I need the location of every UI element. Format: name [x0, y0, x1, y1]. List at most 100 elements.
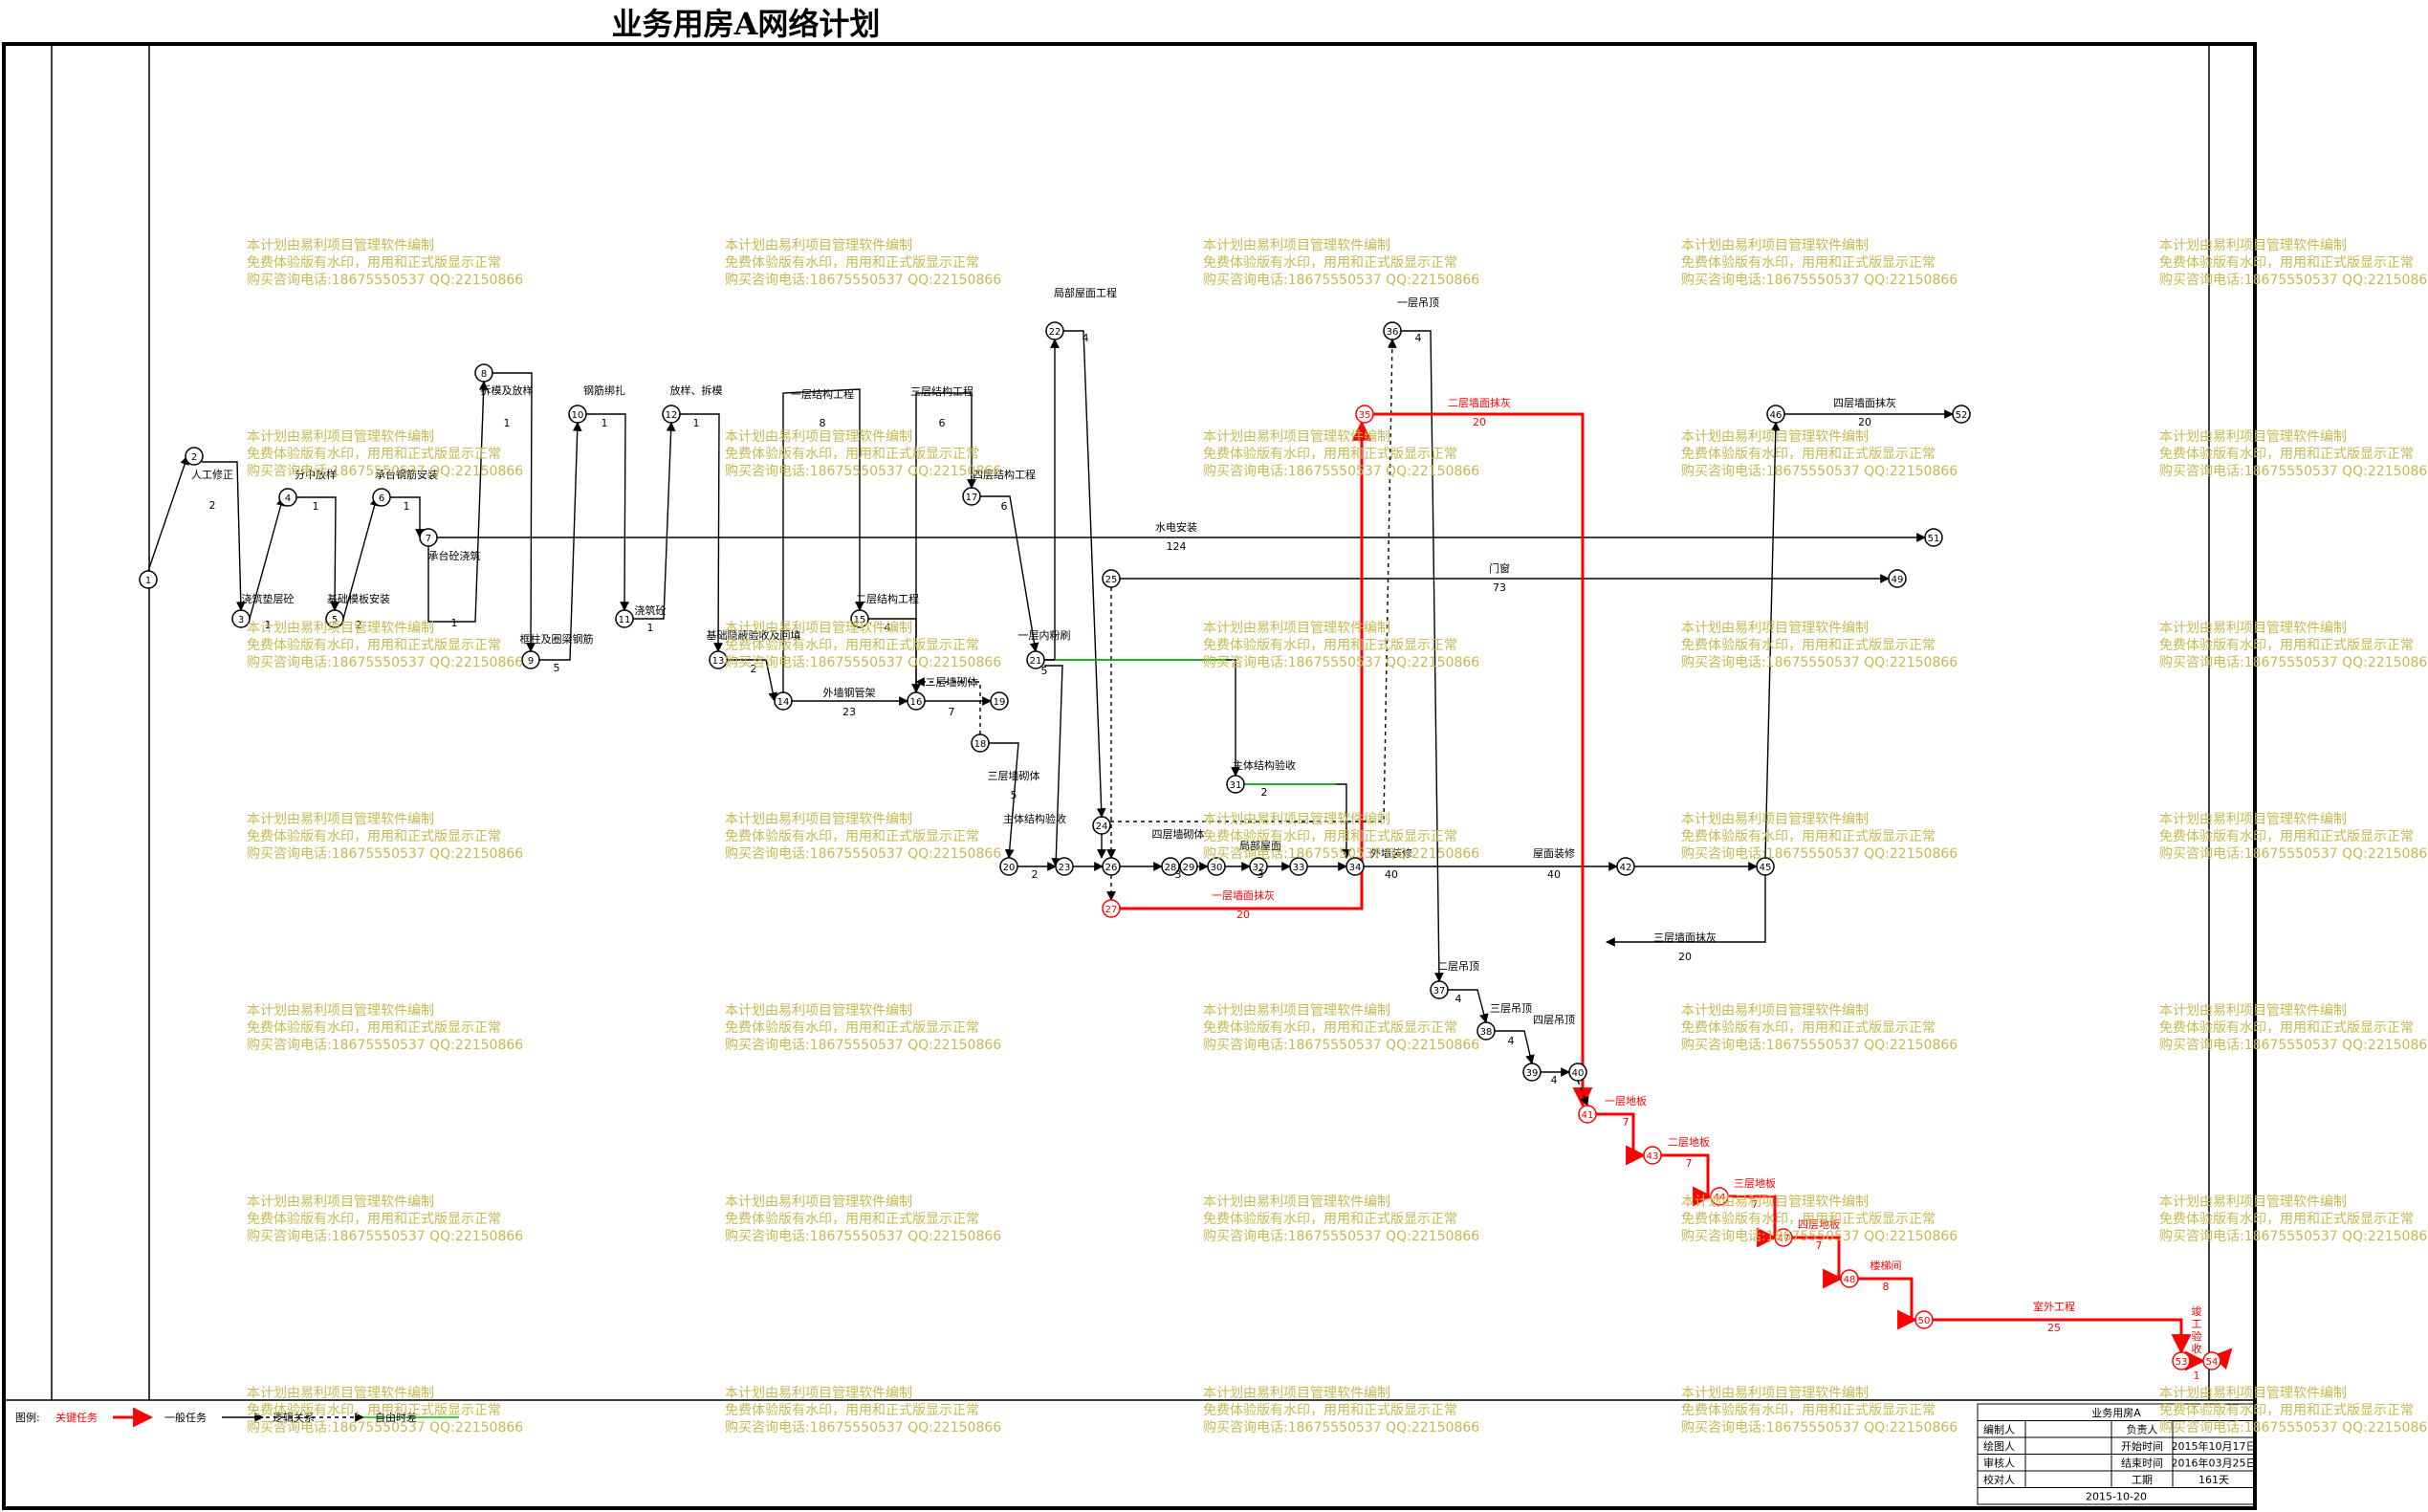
- node-circle: [1055, 857, 1074, 876]
- activity-name: 基础模板安装: [327, 592, 390, 605]
- activity-duration: 20: [1236, 909, 1250, 921]
- node-circle: [907, 691, 926, 711]
- activity-duration: 4: [1415, 332, 1422, 344]
- node-circle: [1710, 1187, 1729, 1206]
- node-circle: [2172, 1351, 2191, 1370]
- node-number: 51: [1928, 534, 1940, 544]
- info-table-label: 校对人: [1983, 1473, 2015, 1486]
- arrow: [680, 413, 723, 652]
- node-circle: [185, 447, 204, 466]
- node-number: 42: [1620, 863, 1632, 873]
- arrow: [1110, 339, 1397, 822]
- info-table-key: 负责人: [2127, 1423, 2158, 1436]
- activity-duration: 1: [313, 500, 319, 513]
- activity-name: 主体结构验收: [1003, 812, 1066, 825]
- node-circle: [962, 487, 981, 506]
- node-number: 16: [910, 697, 923, 708]
- info-table-date: 2015-10-20: [2086, 1491, 2147, 1503]
- arrow: [492, 372, 536, 652]
- activity-duration: 20: [1678, 951, 1692, 963]
- legend-freefloat-label: 自由时差: [375, 1411, 417, 1424]
- node-number: 43: [1647, 1151, 1659, 1162]
- info-table-key: 结束时间: [2121, 1457, 2163, 1470]
- activity-duration: 3: [1258, 868, 1264, 881]
- activity-name: 主体结构验收: [1233, 758, 1296, 772]
- node-number: 44: [1714, 1193, 1726, 1203]
- activity-name: 三层吊顶: [1490, 1002, 1532, 1015]
- arrow: [915, 392, 976, 692]
- node-circle: [419, 528, 438, 547]
- node-number: 41: [1582, 1110, 1594, 1121]
- node-circle: [1179, 857, 1198, 876]
- node-circle: [1430, 980, 1449, 999]
- activity-name: 三层结构工程: [910, 384, 973, 398]
- activity-name: 基础隐蔽验收及回填: [707, 628, 801, 642]
- activity-name: 二层地板: [1668, 1135, 1710, 1149]
- activity-duration: 4: [1551, 1074, 1558, 1086]
- node-number: 50: [1918, 1316, 1931, 1326]
- activity-name: 人工修正: [191, 468, 233, 481]
- activity-duration: 1: [2194, 1370, 2200, 1382]
- arrow: [202, 461, 246, 611]
- activity-duration: 2: [209, 499, 216, 512]
- info-table-label: 编制人: [1983, 1423, 2015, 1436]
- node-circle: [1249, 857, 1268, 876]
- node-number: 4: [285, 493, 291, 504]
- node-circle: [709, 650, 728, 669]
- node-circle: [1102, 569, 1121, 588]
- activity-name: 一层吊顶: [1397, 296, 1439, 309]
- node-number: 20: [1003, 863, 1016, 873]
- arrow: [147, 455, 189, 572]
- node-number: 49: [1892, 575, 1904, 585]
- node-number: 10: [572, 410, 584, 421]
- info-table-value: 2016年03月25日: [2172, 1457, 2257, 1470]
- node-circle: [521, 650, 540, 669]
- node-circle: [1102, 857, 1121, 876]
- activity-name: 外墙钢管架: [823, 686, 876, 699]
- arrow: [1044, 665, 1063, 867]
- node-number: 38: [1480, 1027, 1493, 1038]
- node-circle: [1207, 857, 1226, 876]
- legend-critical-label: 关键任务: [55, 1411, 98, 1424]
- node-circle: [615, 609, 634, 628]
- node-circle: [990, 691, 1009, 711]
- node-number: 11: [619, 615, 631, 625]
- activity-duration: 124: [1167, 540, 1187, 553]
- node-circle: [1045, 321, 1064, 340]
- activity-name: 楼梯间: [1870, 1259, 1902, 1272]
- activity-duration: 4: [1508, 1035, 1515, 1047]
- node-number: 28: [1165, 863, 1177, 873]
- node-circle: [474, 363, 493, 383]
- activity-name: 承台砼浇筑: [428, 549, 481, 562]
- node-number: 48: [1844, 1275, 1856, 1285]
- node-number: 6: [379, 493, 384, 504]
- activity-name: 三层地板: [1734, 1176, 1776, 1190]
- node-number: 21: [1030, 656, 1042, 667]
- arrow: [1933, 1318, 2192, 1355]
- node-number: 37: [1433, 986, 1446, 997]
- activity-name: 二层墙面抹灰: [1448, 396, 1511, 409]
- activity-duration: 40: [1547, 868, 1561, 881]
- activity-name: 二层吊顶: [1437, 960, 1479, 973]
- node-circle: [1888, 569, 1907, 588]
- activity-duration: 8: [1883, 1281, 1890, 1293]
- node-circle: [1226, 775, 1245, 794]
- node-number: 8: [481, 369, 487, 380]
- activity-duration: 5: [1041, 665, 1048, 677]
- activity-name: 一层墙面抹灰: [1212, 888, 1275, 902]
- arrow: [782, 388, 864, 692]
- activity-name: 钢筋绑扎: [583, 383, 625, 397]
- arrow: [1661, 1153, 1714, 1207]
- activity-duration: 4: [885, 622, 891, 634]
- node-circle: [139, 570, 158, 589]
- node-circle: [1476, 1021, 1496, 1041]
- activity-name: 一层结构工程: [791, 387, 854, 401]
- info-table-project: 业务用房A: [2091, 1407, 2141, 1419]
- arrow: [342, 496, 380, 620]
- activity-name: 承台钢筋安装: [375, 468, 438, 481]
- node-number: 15: [854, 615, 866, 625]
- node-circle: [1766, 405, 1785, 424]
- arrow: [633, 422, 676, 620]
- activity-duration: 2: [356, 619, 362, 631]
- activity-duration: 3: [1175, 868, 1182, 881]
